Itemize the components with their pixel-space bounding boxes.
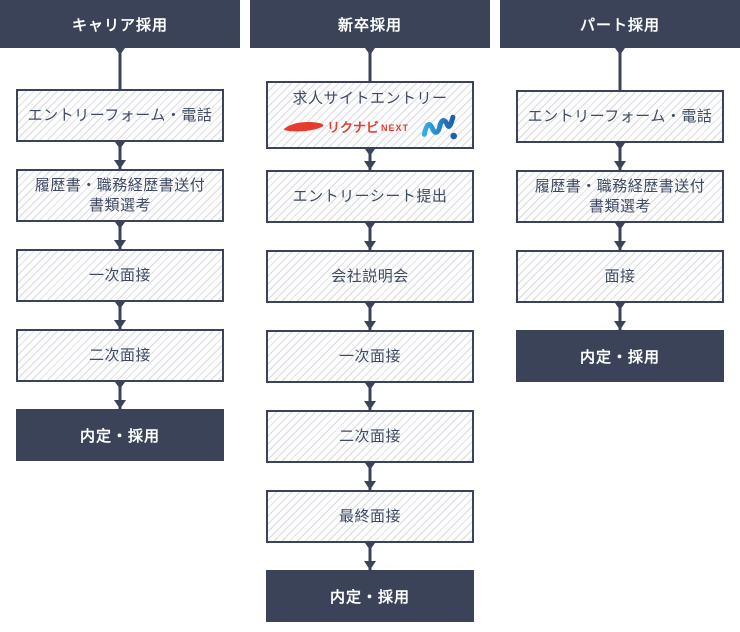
flow-step-label: エントリーフォーム・電話 xyxy=(527,107,713,125)
rikunabi-swoosh-icon xyxy=(283,121,324,131)
flow-arrow xyxy=(500,48,740,90)
flow-arrow xyxy=(250,48,490,81)
flow-arrow xyxy=(0,48,240,89)
flow-step-documents: 履歴書・職務経歴書送付 書類選考 xyxy=(516,170,724,223)
flow-step-label: 二次面接 xyxy=(338,427,401,445)
flow-step-label: 求人サイトエントリー xyxy=(292,89,448,107)
flow-step-second-interview: 二次面接 xyxy=(266,410,474,463)
flow-step-label: 会社説明会 xyxy=(331,267,409,285)
flow-step-entry-form: エントリーフォーム・電話 xyxy=(16,89,224,142)
flow-step-first-interview: 一次面接 xyxy=(16,249,224,302)
flow-column-career: キャリア採用 エントリーフォーム・電話 履歴書・職務経歴書送付 書類選考 一次面… xyxy=(0,0,240,632)
flow-column-newgrad: 新卒採用 求人サイトエントリー リクナビ NEXT xyxy=(250,0,490,632)
flow-step-entry-form: エントリーフォーム・電話 xyxy=(516,90,724,143)
flow-arrow xyxy=(500,143,740,170)
rikunabi-next-logo: リクナビ NEXT xyxy=(283,120,409,134)
flow-arrow xyxy=(250,383,490,410)
flow-step-jobsite-entry: 求人サイトエントリー リクナビ NEXT xyxy=(266,81,474,149)
flow-step-label: 一次面接 xyxy=(88,266,151,284)
flow-step-label: 一次面接 xyxy=(338,347,401,365)
flow-step-label: 履歴書・職務経歴書送付 xyxy=(534,177,706,195)
flow-arrow xyxy=(0,142,240,169)
flow-step-label: 最終面接 xyxy=(338,507,401,525)
flow-step-company-info-session: 会社説明会 xyxy=(266,250,474,303)
flow-step-first-interview: 一次面接 xyxy=(266,330,474,383)
flow-column-part: パート採用 エントリーフォーム・電話 履歴書・職務経歴書送付 書類選考 面接 内… xyxy=(500,0,740,632)
flow-step-label-line2: 書類選考 xyxy=(88,196,151,214)
flow-step-label: エントリーシート提出 xyxy=(292,187,448,205)
final-step-offer: 内定・採用 xyxy=(516,330,724,382)
flow-arrow xyxy=(0,382,240,409)
column-header-newgrad: 新卒採用 xyxy=(250,0,490,48)
flow-step-interview: 面接 xyxy=(516,250,724,303)
flow-arrow xyxy=(0,222,240,249)
flow-step-label: 二次面接 xyxy=(88,346,151,364)
final-step-offer: 内定・採用 xyxy=(266,570,474,622)
flow-arrow xyxy=(0,302,240,329)
flow-arrow xyxy=(250,543,490,570)
flow-arrow xyxy=(500,303,740,330)
flow-arrow xyxy=(250,303,490,330)
flow-step-final-interview: 最終面接 xyxy=(266,490,474,543)
final-step-offer: 内定・採用 xyxy=(16,409,224,461)
mynavi-logo xyxy=(421,114,458,139)
flow-step-documents: 履歴書・職務経歴書送付 書類選考 xyxy=(16,169,224,222)
flow-arrow xyxy=(250,463,490,490)
rikunabi-logo-text: リクナビ xyxy=(326,119,379,135)
flow-step-label-line2: 書類選考 xyxy=(588,197,651,215)
flow-arrow xyxy=(500,223,740,250)
flow-step-label: 履歴書・職務経歴書送付 xyxy=(34,176,206,194)
column-header-part: パート採用 xyxy=(500,0,740,48)
jobsite-logos: リクナビ NEXT xyxy=(283,112,458,142)
flow-step-entry-sheet: エントリーシート提出 xyxy=(266,170,474,223)
flow-step-label: エントリーフォーム・電話 xyxy=(27,106,213,124)
flow-arrow xyxy=(250,223,490,250)
column-header-career: キャリア採用 xyxy=(0,0,240,48)
flow-step-label: 面接 xyxy=(604,267,636,285)
flow-arrow xyxy=(250,149,490,170)
rikunabi-next-text: NEXT xyxy=(381,122,410,133)
flow-step-second-interview: 二次面接 xyxy=(16,329,224,382)
